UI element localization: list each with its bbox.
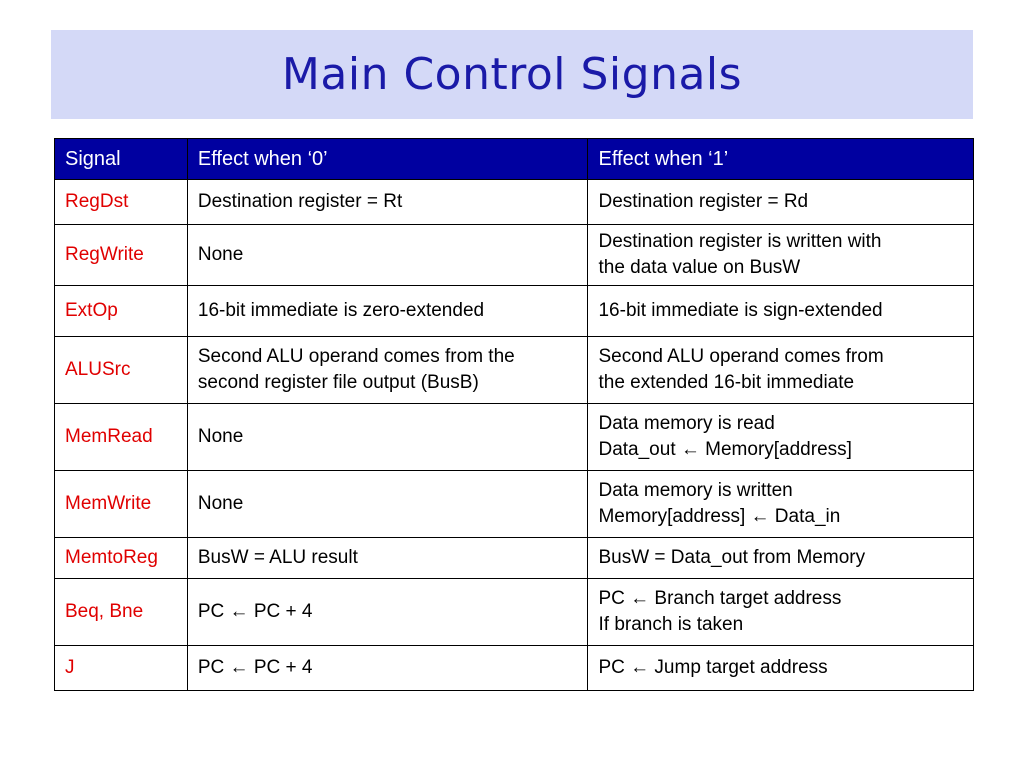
table-row: Beq, Bne PC ← PC + 4 PC ← Branch target … <box>54 578 974 646</box>
effect-1-text: Data memory is read <box>598 413 775 434</box>
effect-0-cell: 16-bit immediate is zero-extended <box>186 285 589 337</box>
signal-name: MemWrite <box>54 470 188 538</box>
signal-name: RegWrite <box>54 224 188 286</box>
header-signal: Signal <box>54 138 188 180</box>
table-row: RegWrite None Destination register is wr… <box>54 224 974 286</box>
effect-1-text: PC ← Jump target address <box>598 657 828 678</box>
effect-0-cell: Destination register = Rt <box>186 179 589 225</box>
table-row: ExtOp 16-bit immediate is zero-extended … <box>54 285 974 337</box>
effect-1-text: Data_out ← Memory[address] <box>598 439 852 460</box>
effect-0-cell: BusW = ALU result <box>186 537 589 579</box>
table-row: RegDst Destination register = Rt Destina… <box>54 179 974 225</box>
effect-0-text: Destination register = Rt <box>197 191 403 212</box>
effect-1-cell: Data memory is read Data_out ← Memory[ad… <box>587 403 974 471</box>
table-row: J PC ← PC + 4 PC ← Jump target address <box>54 645 974 691</box>
effect-0-text: Second ALU operand comes from the <box>197 346 515 367</box>
effect-0-text: None <box>197 493 244 514</box>
effect-0-text: PC ← PC + 4 <box>197 657 313 678</box>
effect-1-cell: BusW = Data_out from Memory <box>587 537 974 579</box>
effect-1-text: Second ALU operand comes from <box>598 346 884 367</box>
effect-1-text: 16-bit immediate is sign-extended <box>598 300 883 321</box>
effect-1-text: the data value on BusW <box>598 257 801 278</box>
effect-1-cell: PC ← Branch target address If branch is … <box>587 578 974 646</box>
signal-name: ExtOp <box>54 285 188 337</box>
effect-0-cell: None <box>186 470 589 538</box>
table-row: MemtoReg BusW = ALU result BusW = Data_o… <box>54 537 974 579</box>
effect-1-text: the extended 16-bit immediate <box>598 372 855 393</box>
table-row: MemRead None Data memory is read Data_ou… <box>54 403 974 471</box>
slide-title: Main Control Signals <box>281 49 743 100</box>
effect-1-cell: Destination register is written with the… <box>587 224 974 286</box>
effect-1-text: Memory[address] ← Data_in <box>598 506 841 527</box>
effect-0-text: 16-bit immediate is zero-extended <box>197 300 485 321</box>
effect-0-cell: PC ← PC + 4 <box>186 645 589 691</box>
header-effect-1: Effect when ‘1’ <box>587 138 974 180</box>
table-header-row: Signal Effect when ‘0’ Effect when ‘1’ <box>54 138 974 180</box>
effect-1-text: PC ← Branch target address <box>598 588 842 609</box>
header-effect-0: Effect when ‘0’ <box>186 138 589 180</box>
effect-1-text: BusW = Data_out from Memory <box>598 547 866 568</box>
control-signals-table: Signal Effect when ‘0’ Effect when ‘1’ R… <box>54 138 974 691</box>
effect-0-text: PC ← PC + 4 <box>197 601 313 622</box>
table-row: MemWrite None Data memory is written Mem… <box>54 470 974 538</box>
signal-name: ALUSrc <box>54 336 188 404</box>
effect-0-text: second register file output (BusB) <box>197 372 479 393</box>
signal-name: Beq, Bne <box>54 578 188 646</box>
signal-name: J <box>54 645 188 691</box>
effect-0-cell: PC ← PC + 4 <box>186 578 589 646</box>
effect-0-text: BusW = ALU result <box>197 547 358 568</box>
effect-0-cell: None <box>186 403 589 471</box>
table-row: ALUSrc Second ALU operand comes from the… <box>54 336 974 404</box>
effect-1-text: Data memory is written <box>598 480 793 501</box>
effect-1-cell: 16-bit immediate is sign-extended <box>587 285 974 337</box>
effect-0-text: None <box>197 426 244 447</box>
signal-name: RegDst <box>54 179 188 225</box>
signal-name: MemtoReg <box>54 537 188 579</box>
signal-name: MemRead <box>54 403 188 471</box>
effect-1-cell: Data memory is written Memory[address] ←… <box>587 470 974 538</box>
effect-1-text: If branch is taken <box>598 614 744 635</box>
effect-1-text: Destination register = Rd <box>598 191 809 212</box>
effect-1-cell: Destination register = Rd <box>587 179 974 225</box>
title-band: Main Control Signals <box>51 30 973 119</box>
effect-1-text: Destination register is written with <box>598 231 882 252</box>
effect-1-cell: PC ← Jump target address <box>587 645 974 691</box>
effect-1-cell: Second ALU operand comes from the extend… <box>587 336 974 404</box>
effect-0-cell: Second ALU operand comes from the second… <box>186 336 589 404</box>
effect-0-cell: None <box>186 224 589 286</box>
effect-0-text: None <box>197 244 244 265</box>
